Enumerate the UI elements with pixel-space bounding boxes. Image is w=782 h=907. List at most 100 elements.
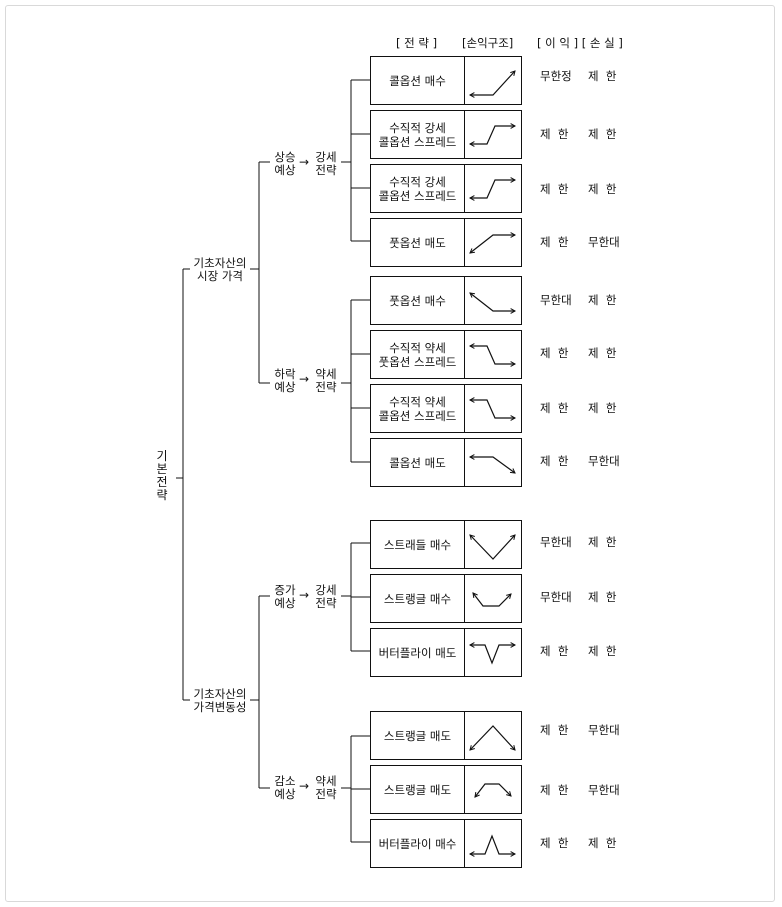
view-label-fall: 하락 예상 [274, 367, 296, 394]
profit-value: 무한대 [540, 293, 572, 307]
box-divider [464, 766, 465, 813]
strategy-box: 수직적 약세 콜옵션 스프레드 [370, 384, 522, 433]
loss-value: 제 한 [588, 127, 617, 141]
box-divider [464, 57, 465, 104]
payoff-diagram-icon [468, 343, 517, 367]
strategy-name: 수직적 약세 풋옵션 스프레드 [378, 340, 457, 369]
strategy-box: 버터플라이 매수 [370, 819, 522, 868]
loss-value: 제 한 [588, 535, 617, 549]
loss-value: 제 한 [588, 293, 617, 307]
view-label-rise: 상승 예상 [274, 150, 296, 177]
box-divider [464, 331, 465, 378]
arrow-right-icon: → [299, 588, 310, 602]
profit-value: 제 한 [540, 723, 569, 737]
strategy-label-bear: 약세 전략 [315, 367, 337, 394]
header-structure: [손익구조] [462, 36, 514, 50]
group-label-volatility: 기초자산의 가격변동성 [193, 687, 247, 714]
strategy-box: 스트랭글 매수 [370, 574, 522, 623]
payoff-diagram-icon [468, 177, 517, 201]
profit-value: 제 한 [540, 346, 569, 360]
payoff-diagram-icon [468, 834, 517, 857]
strategy-label-bull: 강세 전략 [315, 583, 337, 610]
box-divider [464, 165, 465, 212]
strategy-box: 콜옵션 매수 [370, 56, 522, 105]
profit-value: 제 한 [540, 127, 569, 141]
loss-value: 제 한 [588, 346, 617, 360]
payoff-diagram-icon [469, 232, 517, 254]
strategy-box: 수직적 강세 콜옵션 스프레드 [370, 164, 522, 213]
loss-value: 제 한 [588, 836, 617, 850]
strategy-name: 스트랭글 매도 [383, 782, 452, 797]
strategy-label-bull: 강세 전략 [315, 150, 337, 177]
payoff-diagram-icon [469, 534, 516, 560]
strategy-box: 스트랭글 매도 [370, 765, 522, 814]
profit-value: 제 한 [540, 235, 569, 249]
payoff-diagram-icon [474, 783, 512, 798]
arrow-right-icon: → [299, 779, 310, 793]
strategy-box: 스트래들 매수 [370, 520, 522, 569]
strategy-box: 수직적 약세 풋옵션 스프레드 [370, 330, 522, 379]
header-strategy: [ 전 략 ] [396, 36, 438, 50]
box-divider [464, 629, 465, 676]
root-label-char: 기 [156, 449, 168, 463]
profit-value: 제 한 [540, 644, 569, 658]
payoff-diagram-icon [468, 70, 516, 98]
diagram-frame [5, 5, 775, 902]
strategy-name: 수직적 강세 콜옵션 스프레드 [378, 120, 457, 149]
profit-value: 제 한 [540, 783, 569, 797]
box-divider [464, 820, 465, 867]
loss-value: 무한대 [588, 783, 620, 797]
arrow-right-icon: → [299, 372, 310, 386]
profit-value: 무한정 [540, 69, 572, 83]
strategy-name: 스트래들 매수 [383, 537, 452, 552]
root-label-char: 본 [156, 462, 168, 476]
loss-value: 제 한 [588, 644, 617, 658]
loss-value: 제 한 [588, 401, 617, 415]
loss-value: 무한대 [588, 454, 620, 468]
payoff-diagram-icon [472, 592, 512, 607]
loss-value: 제 한 [588, 590, 617, 604]
strategy-name: 풋옵션 매수 [389, 293, 446, 308]
strategy-box: 버터플라이 매도 [370, 628, 522, 677]
loss-value: 제 한 [588, 182, 617, 196]
profit-value: 무한대 [540, 590, 572, 604]
box-divider [464, 111, 465, 158]
header-profit-loss: [ 이 익 ] [ 손 실 ] [537, 36, 623, 50]
strategy-box: 수직적 강세 콜옵션 스프레드 [370, 110, 522, 159]
arrow-right-icon: → [299, 155, 310, 169]
view-label-increase: 증가 예상 [274, 583, 296, 610]
box-divider [464, 521, 465, 568]
loss-value: 제 한 [588, 69, 617, 83]
group-label-price: 기초자산의 시장 가격 [193, 256, 247, 283]
strategy-name: 풋옵션 매도 [389, 235, 446, 250]
payoff-diagram-icon [469, 725, 516, 751]
payoff-diagram-icon [469, 292, 517, 314]
box-divider [464, 439, 465, 486]
root-label-char: 략 [156, 488, 168, 502]
payoff-diagram-icon [468, 397, 517, 421]
strategy-name: 수직적 약세 콜옵션 스프레드 [378, 394, 457, 423]
strategy-name: 콜옵션 매도 [389, 455, 446, 470]
payoff-diagram-icon [468, 123, 517, 147]
loss-value: 무한대 [588, 235, 620, 249]
strategy-label-bear: 약세 전략 [315, 774, 337, 801]
strategy-name: 콜옵션 매수 [389, 73, 446, 88]
strategy-box: 풋옵션 매수 [370, 276, 522, 325]
strategy-name: 버터플라이 매수 [378, 836, 457, 851]
strategy-box: 스트랭글 매도 [370, 711, 522, 760]
strategy-box: 풋옵션 매도 [370, 218, 522, 267]
profit-value: 제 한 [540, 454, 569, 468]
box-divider [464, 385, 465, 432]
strategy-name: 수직적 강세 콜옵션 스프레드 [378, 174, 457, 203]
box-divider [464, 712, 465, 759]
loss-value: 무한대 [588, 723, 620, 737]
strategy-name: 버터플라이 매도 [378, 645, 457, 660]
root-label-char: 전 [156, 475, 168, 489]
box-divider [464, 219, 465, 266]
strategy-name: 스트랭글 매수 [383, 591, 452, 606]
profit-value: 제 한 [540, 182, 569, 196]
payoff-diagram-icon [468, 642, 517, 665]
payoff-diagram-icon [468, 454, 516, 474]
